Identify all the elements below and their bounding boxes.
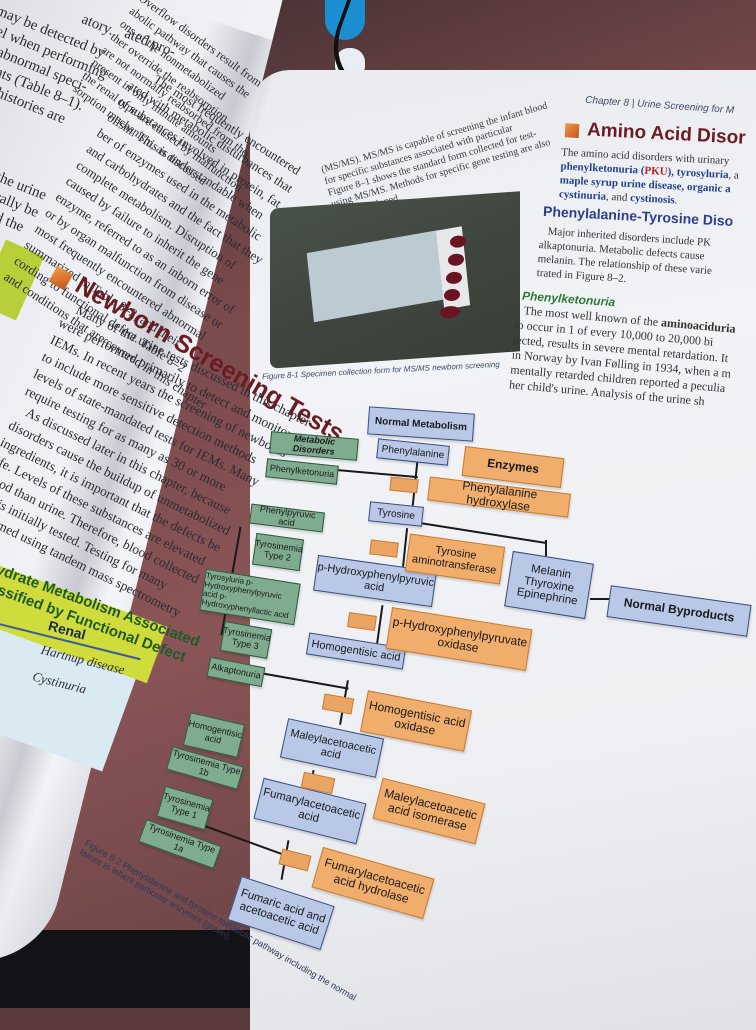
enzyme-block-marker [369,539,399,558]
disorder-tyrosinemia-type-3: Tyrosinemia Type 3 [219,621,273,659]
metabolite-byproducts: Melanin Thyroxine Epinephrine [504,550,594,620]
legend-metabolic-disorders: Metabolic Disorders [269,431,359,461]
disorder-tyrosinemia-type-2: Tyrosinemia Type 2 [252,532,304,572]
disorder-tyrosinemia-type-1: Tyrosinemia Type 1 [156,785,214,831]
enzyme-p-hydroxyphenylpyruvate-oxidase: p-Hydroxyphenylpyruvate oxidase [385,607,533,671]
blue-object [325,0,365,40]
enzyme-block-marker [389,476,419,494]
metabolite-phenylalanine: Phenylalanine [376,438,450,466]
pathway-diagram: Normal Metabolism Metabolic Disorders En… [78,406,752,1003]
arrow-line [259,672,349,690]
disorder-phenylketonuria: Phenylketonuria [265,458,339,485]
metabolite-tyrosine: Tyrosine [368,501,424,527]
disorder-tyrosyluria: Tyrosyluria p-Hydroxyphenylpyruvic acid … [199,568,301,626]
enzyme-block-marker [321,693,355,715]
arrow-line [545,540,547,558]
legend-normal-byproducts: Normal Byproducts [606,585,752,637]
disorder-phenylpyruvic-acid: Phenylpyruvic acid [249,503,325,533]
disorder-alkaptonuria: Alkaptonuria [206,656,266,688]
enzyme-block-marker [347,612,377,631]
enzyme-maleylacetoacetic-acid-isomerase: Maleylacetoacetic acid isomerase [372,777,486,845]
legend-normal-metabolism: Normal Metabolism [367,406,475,442]
